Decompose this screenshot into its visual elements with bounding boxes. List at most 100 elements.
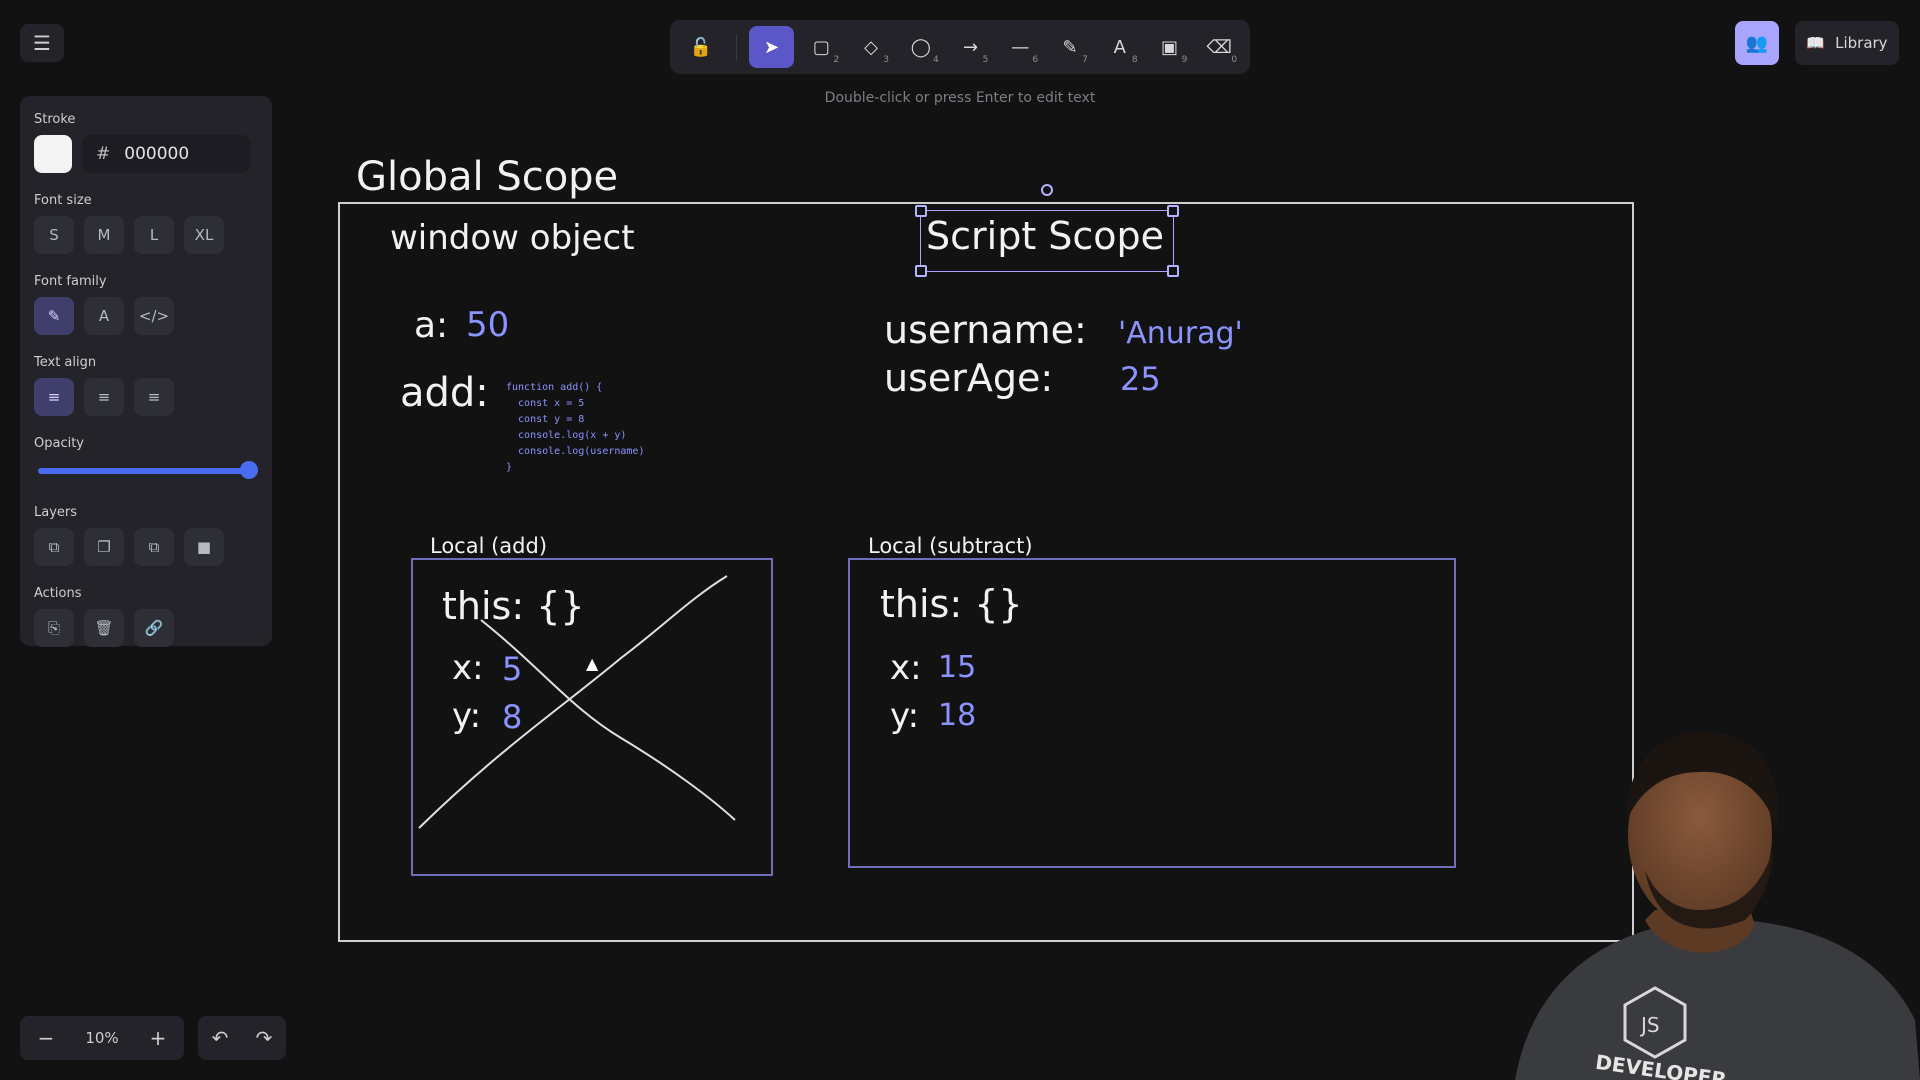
- bring-to-front-button[interactable]: ■: [184, 528, 224, 566]
- opacity-slider-thumb[interactable]: [240, 461, 258, 479]
- zoom-controls: − 10% +: [20, 1016, 184, 1060]
- local-subtract-y-value[interactable]: 18: [938, 698, 977, 733]
- window-object-label[interactable]: window object: [390, 218, 635, 258]
- zoom-in-button[interactable]: +: [149, 1026, 167, 1050]
- local-subtract-title[interactable]: Local (subtract): [868, 534, 1033, 558]
- local-subtract-x-label[interactable]: x:: [890, 648, 922, 688]
- local-add-x-label[interactable]: x:: [452, 648, 484, 688]
- library-button[interactable]: 📖 Library: [1795, 21, 1899, 65]
- align-left-button[interactable]: ≡: [34, 378, 74, 416]
- ellipse-tool-button[interactable]: ◯ 4: [898, 26, 944, 68]
- svg-text:JS: JS: [1639, 1013, 1660, 1037]
- zoom-out-button[interactable]: −: [37, 1026, 55, 1050]
- var-a-label[interactable]: a:: [414, 305, 449, 346]
- local-subtract-y-label[interactable]: y:: [890, 696, 920, 736]
- resize-handle-sw[interactable]: [915, 265, 927, 277]
- letter-a-icon: A: [98, 307, 110, 325]
- bring-forward-button[interactable]: ⧉: [134, 528, 174, 566]
- rectangle-tool-button[interactable]: ▢ 2: [798, 26, 844, 68]
- image-tool-button[interactable]: ▣ 9: [1147, 26, 1193, 68]
- username-value[interactable]: 'Anurag': [1118, 316, 1243, 351]
- resize-handle-se[interactable]: [1167, 265, 1179, 277]
- script-scope-label[interactable]: Script Scope: [926, 214, 1165, 258]
- local-add-y-label[interactable]: y:: [452, 696, 482, 736]
- selection-tool-button[interactable]: ➤: [748, 26, 795, 68]
- cross-out-lines[interactable]: [411, 558, 771, 874]
- diamond-tool-button[interactable]: ◇ 3: [848, 26, 894, 68]
- duplicate-button[interactable]: ⎘: [34, 609, 74, 647]
- userage-value[interactable]: 25: [1120, 360, 1161, 398]
- opacity-label: Opacity: [34, 436, 85, 451]
- local-add-title[interactable]: Local (add): [430, 534, 548, 558]
- add-function-label[interactable]: add:: [400, 370, 489, 416]
- history-controls: ↶ ↷: [198, 1016, 286, 1060]
- line-tool-button[interactable]: — 6: [997, 26, 1043, 68]
- pencil-icon: ✎: [1062, 36, 1078, 58]
- local-subtract-x-value[interactable]: 15: [938, 650, 977, 685]
- users-icon: 👥: [1745, 32, 1769, 54]
- local-subtract-box[interactable]: [848, 558, 1456, 868]
- delete-button[interactable]: 🗑: [84, 609, 124, 647]
- send-to-back-icon: ⧉: [48, 538, 60, 556]
- properties-panel: Stroke # 000000 Font size S M L XL Font …: [20, 96, 272, 647]
- line-icon: —: [1011, 36, 1030, 58]
- zoom-level[interactable]: 10%: [85, 1029, 119, 1047]
- resize-handle-nw[interactable]: [915, 205, 927, 217]
- font-family-normal-button[interactable]: A: [84, 297, 124, 335]
- userage-label[interactable]: userAge:: [884, 356, 1054, 400]
- diamond-icon: ◇: [864, 36, 878, 58]
- draw-tool-button[interactable]: ✎ 7: [1047, 26, 1093, 68]
- font-size-s-button[interactable]: S: [34, 216, 74, 254]
- arrow-tool-button[interactable]: → 5: [948, 26, 994, 68]
- link-icon: 🔗: [144, 619, 164, 637]
- local-add-this[interactable]: this: {}: [442, 584, 585, 628]
- var-a-value[interactable]: 50: [466, 305, 510, 345]
- undo-icon[interactable]: ↶: [211, 1026, 229, 1050]
- link-button[interactable]: 🔗: [134, 609, 174, 647]
- actions-label: Actions: [34, 586, 82, 601]
- stroke-hex-value: 000000: [124, 144, 190, 164]
- local-subtract-this[interactable]: this: {}: [880, 582, 1023, 626]
- shortcut-key: 6: [1032, 55, 1039, 65]
- font-size-l-button[interactable]: L: [134, 216, 174, 254]
- align-right-button[interactable]: ≡: [134, 378, 174, 416]
- eraser-tool-button[interactable]: ⌫ 0: [1196, 26, 1242, 68]
- font-family-label: Font family: [34, 274, 107, 289]
- align-center-button[interactable]: ≡: [84, 378, 124, 416]
- local-add-box[interactable]: [411, 558, 773, 876]
- rectangle-icon: ▢: [812, 36, 830, 58]
- local-add-y-value[interactable]: 8: [502, 698, 523, 736]
- redo-icon[interactable]: ↷: [255, 1026, 273, 1050]
- collaborate-button[interactable]: 👥: [1735, 21, 1779, 65]
- shortcut-key: 0: [1231, 55, 1238, 65]
- font-size-m-button[interactable]: M: [84, 216, 124, 254]
- stroke-color-swatch[interactable]: [34, 135, 72, 173]
- font-family-hand-button[interactable]: ✎: [34, 297, 74, 335]
- script-scope-selection[interactable]: [920, 210, 1174, 272]
- global-scope-frame[interactable]: [338, 202, 1634, 942]
- font-size-xl-button[interactable]: XL: [184, 216, 224, 254]
- stroke-hex-input[interactable]: # 000000: [82, 135, 250, 173]
- rotate-handle[interactable]: [1041, 184, 1053, 196]
- add-function-code[interactable]: function add() { const x = 5 const y = 8…: [506, 382, 645, 473]
- text-tool-button[interactable]: A 8: [1097, 26, 1143, 68]
- send-to-back-button[interactable]: ⧉: [34, 528, 74, 566]
- main-menu-button[interactable]: ☰: [20, 24, 64, 62]
- local-add-x-value[interactable]: 5: [502, 650, 523, 688]
- opacity-slider[interactable]: [38, 459, 258, 483]
- bring-to-front-icon: ■: [196, 538, 212, 556]
- align-right-icon: ≡: [147, 388, 161, 406]
- send-backward-button[interactable]: ❐: [84, 528, 124, 566]
- toolbar-hint: Double-click or press Enter to edit text: [824, 90, 1096, 106]
- arrow-icon: →: [962, 36, 979, 58]
- pointer-icon: ➤: [764, 36, 780, 58]
- shortcut-key: 3: [883, 55, 889, 65]
- lock-tool-button[interactable]: 🔓: [678, 26, 724, 68]
- resize-handle-ne[interactable]: [1167, 205, 1179, 217]
- presenter-webcam: JS DEVELOPER: [1515, 731, 1920, 1080]
- font-family-code-button[interactable]: </>: [134, 297, 174, 335]
- ellipse-icon: ◯: [910, 36, 931, 58]
- global-scope-title[interactable]: Global Scope: [356, 154, 619, 200]
- align-center-icon: ≡: [97, 388, 111, 406]
- username-label[interactable]: username:: [884, 308, 1087, 352]
